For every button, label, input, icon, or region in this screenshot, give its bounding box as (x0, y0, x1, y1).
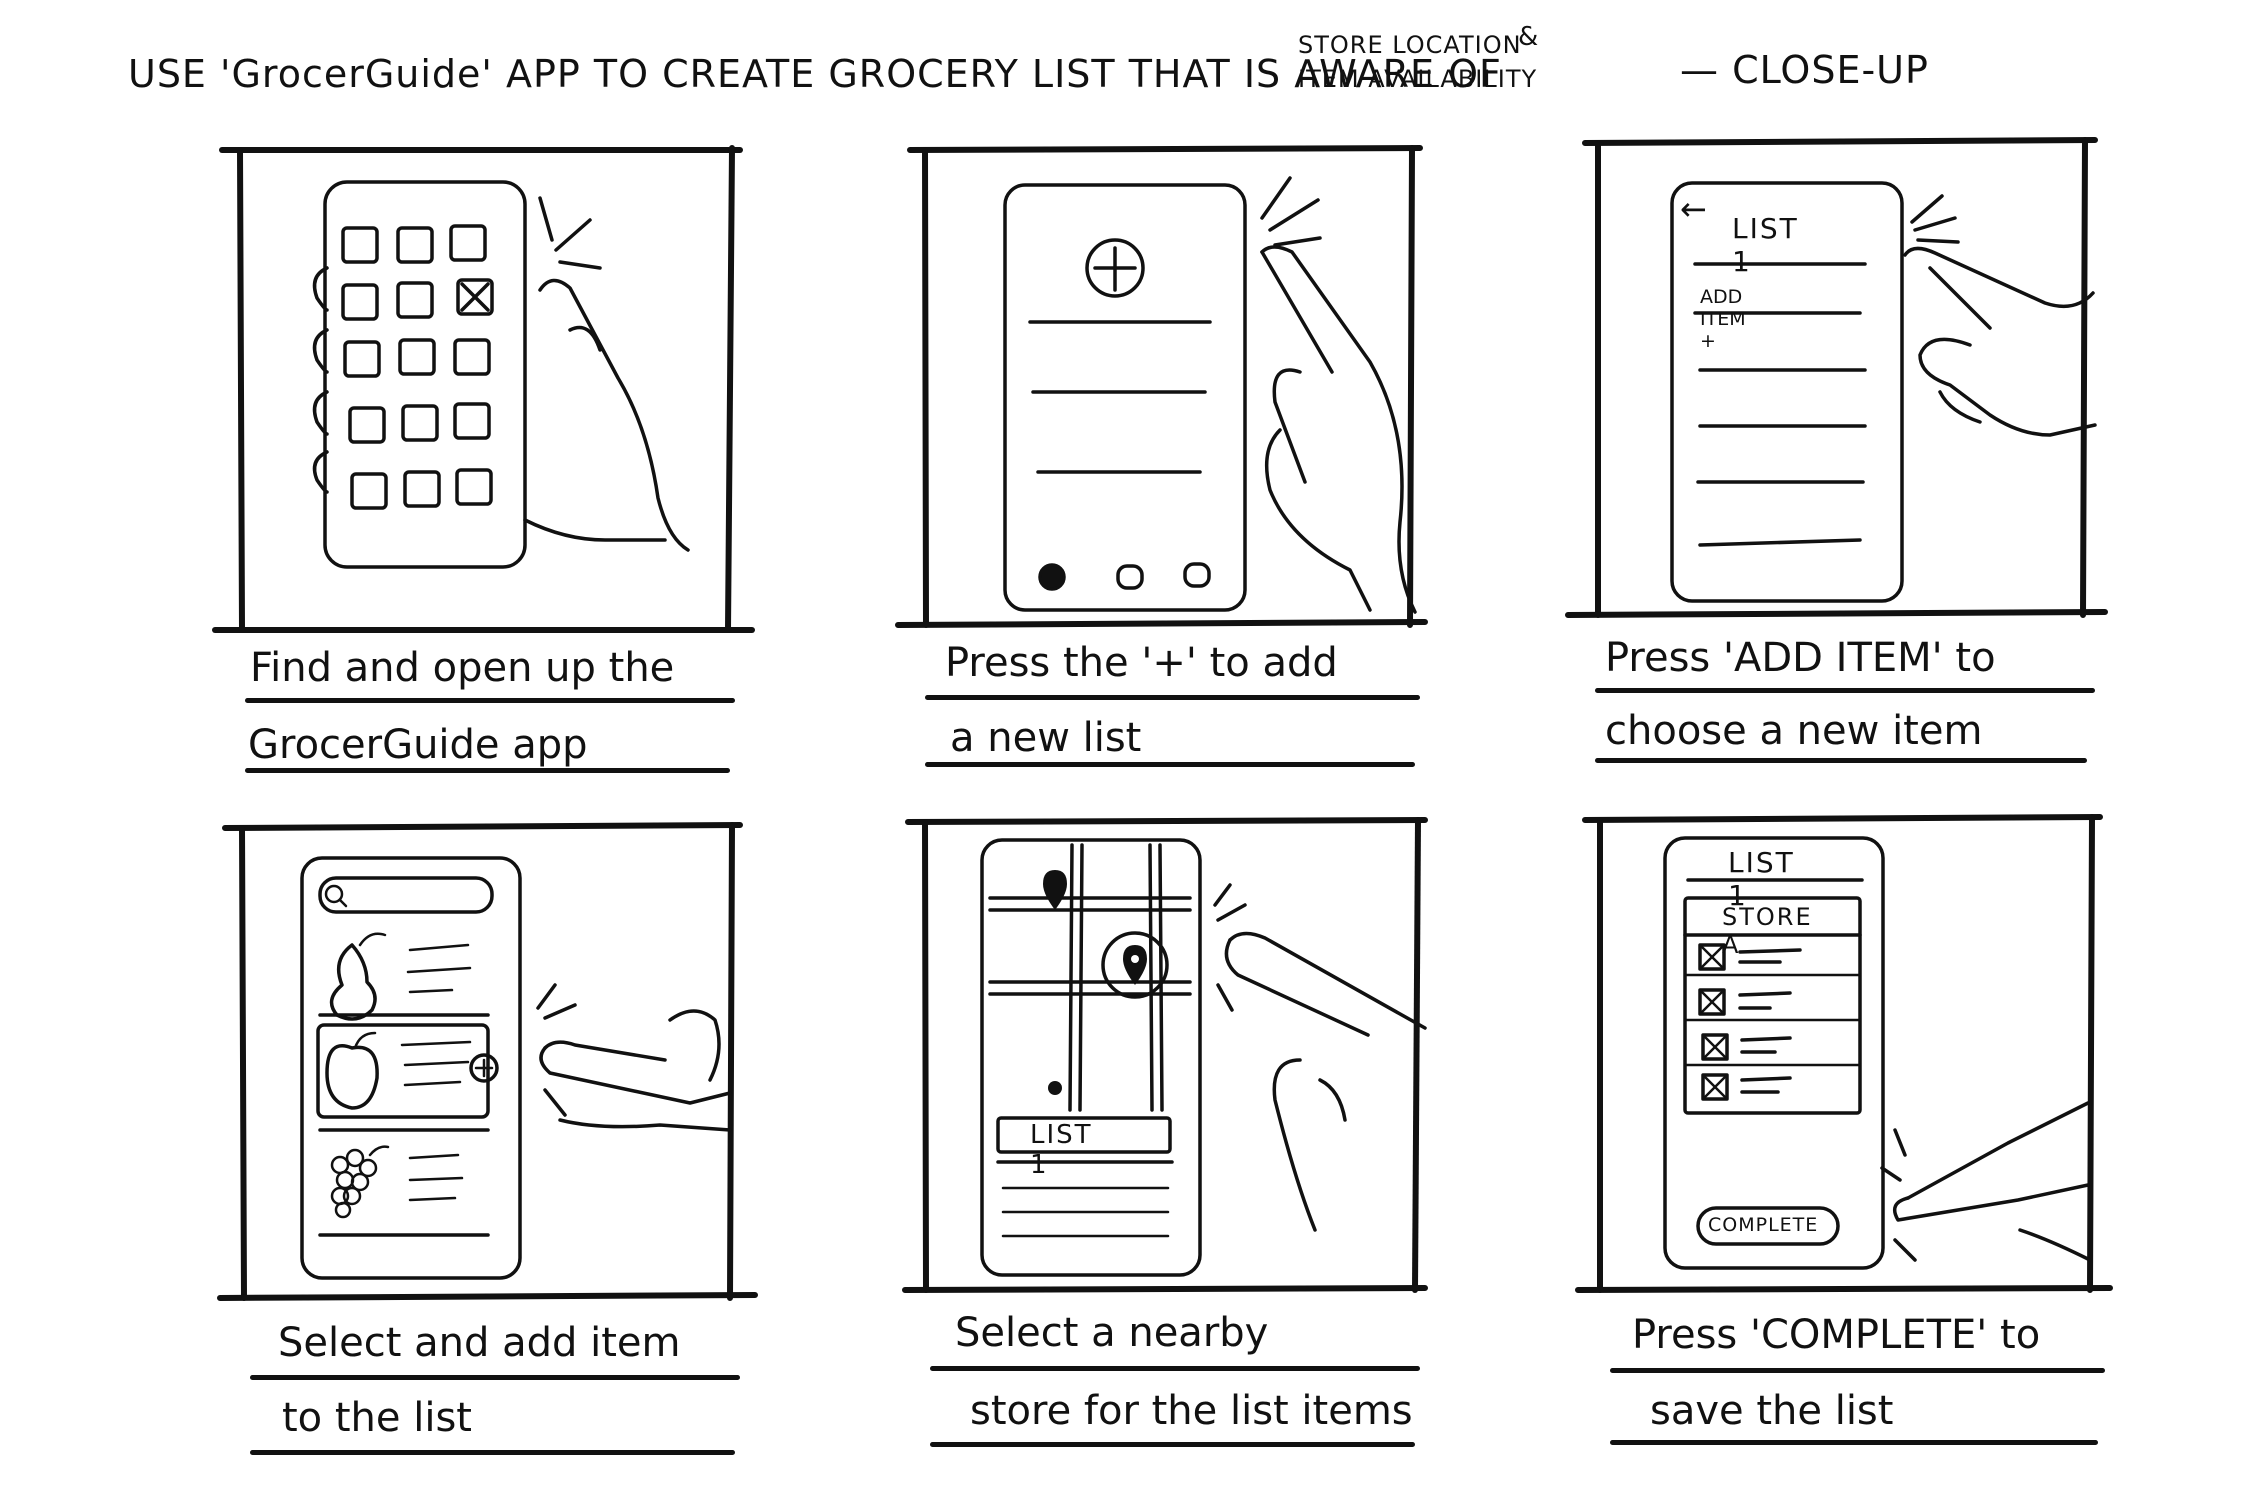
caption-underline (930, 1366, 1420, 1371)
caption-underline (1595, 688, 2095, 693)
hand-icon (312, 196, 690, 552)
store-label: STORE A (1722, 903, 1813, 959)
map-pin-icon[interactable] (1101, 931, 1169, 999)
phone-outline (1670, 181, 1904, 603)
closeup-label: — CLOSE-UP (1680, 48, 1929, 92)
panel-3-caption-line-1: Press 'ADD ITEM' to (1605, 635, 1996, 681)
storyboard-subtitle: STORE LOCATION ITEM AVAILABILITY (1298, 28, 1537, 96)
search-icon (318, 876, 494, 914)
hand-icon (536, 983, 732, 1132)
hand-icon (1880, 1101, 2092, 1262)
caption-underline (925, 695, 1420, 700)
ampersand: & (1518, 22, 1539, 52)
panel-5-caption-line-2: store for the list items (970, 1388, 1413, 1434)
panel-4-caption-line-2: to the list (282, 1395, 472, 1441)
plus-icon[interactable] (1085, 238, 1145, 298)
panel-4-caption-line-1: Select and add item (278, 1320, 681, 1366)
complete-button[interactable]: COMPLETE (1708, 1214, 1819, 1236)
app-grid-icon (341, 224, 494, 510)
panel-2-caption-line-1: Press the '+' to add (945, 640, 1338, 686)
plus-icon[interactable] (469, 1053, 499, 1083)
caption-underline (245, 768, 730, 773)
phone-outline (1003, 183, 1247, 612)
pear-icon (329, 932, 387, 1021)
panel-1-caption-line-1: Find and open up the (250, 645, 675, 691)
caption-underline (250, 1375, 740, 1380)
caption-underline (1610, 1368, 2105, 1373)
panel-3-caption-line-2: choose a new item (1605, 708, 1983, 754)
panel-2-caption-line-2: a new list (950, 715, 1142, 761)
grapes-icon (330, 1145, 390, 1219)
hand-icon (1903, 194, 2097, 437)
hand-icon (1260, 176, 1417, 614)
hand-icon (1213, 883, 1427, 1232)
list-title: LIST 1 (1732, 212, 1799, 278)
add-item-button[interactable]: ADD ITEM + (1700, 286, 1746, 352)
caption-underline (930, 1442, 1415, 1447)
caption-underline (925, 762, 1415, 767)
panel-5-caption-line-1: Select a nearby (955, 1310, 1269, 1356)
panel-1-caption-line-2: GrocerGuide app (248, 722, 588, 768)
phone-outline (300, 856, 522, 1280)
checkbox-icon (1698, 943, 1729, 1101)
back-arrow-icon[interactable]: ← (1680, 190, 1707, 228)
subtitle-line-2: ITEM AVAILABILITY (1298, 65, 1538, 93)
phone-outline (323, 180, 527, 569)
apple-icon (325, 1031, 379, 1110)
map-pin-icon (1043, 870, 1067, 910)
storyboard-title: USE 'GrocerGuide' APP TO CREATE GROCERY … (128, 52, 1502, 96)
subtitle-line-1: STORE LOCATION (1298, 31, 1522, 59)
caption-underline (1595, 758, 2087, 763)
map (988, 843, 1192, 1112)
panel-6-caption-line-2: save the list (1650, 1388, 1894, 1434)
caption-underline (245, 698, 735, 703)
phone-outline (980, 838, 1202, 1277)
caption-underline (250, 1450, 735, 1455)
selected-list-label[interactable]: LIST 1 (1030, 1120, 1093, 1180)
panel-6-caption-line-1: Press 'COMPLETE' to (1632, 1312, 2041, 1358)
phone-outline (1663, 836, 1885, 1270)
list-title: LIST 1 (1728, 846, 1795, 912)
caption-underline (1610, 1440, 2098, 1445)
